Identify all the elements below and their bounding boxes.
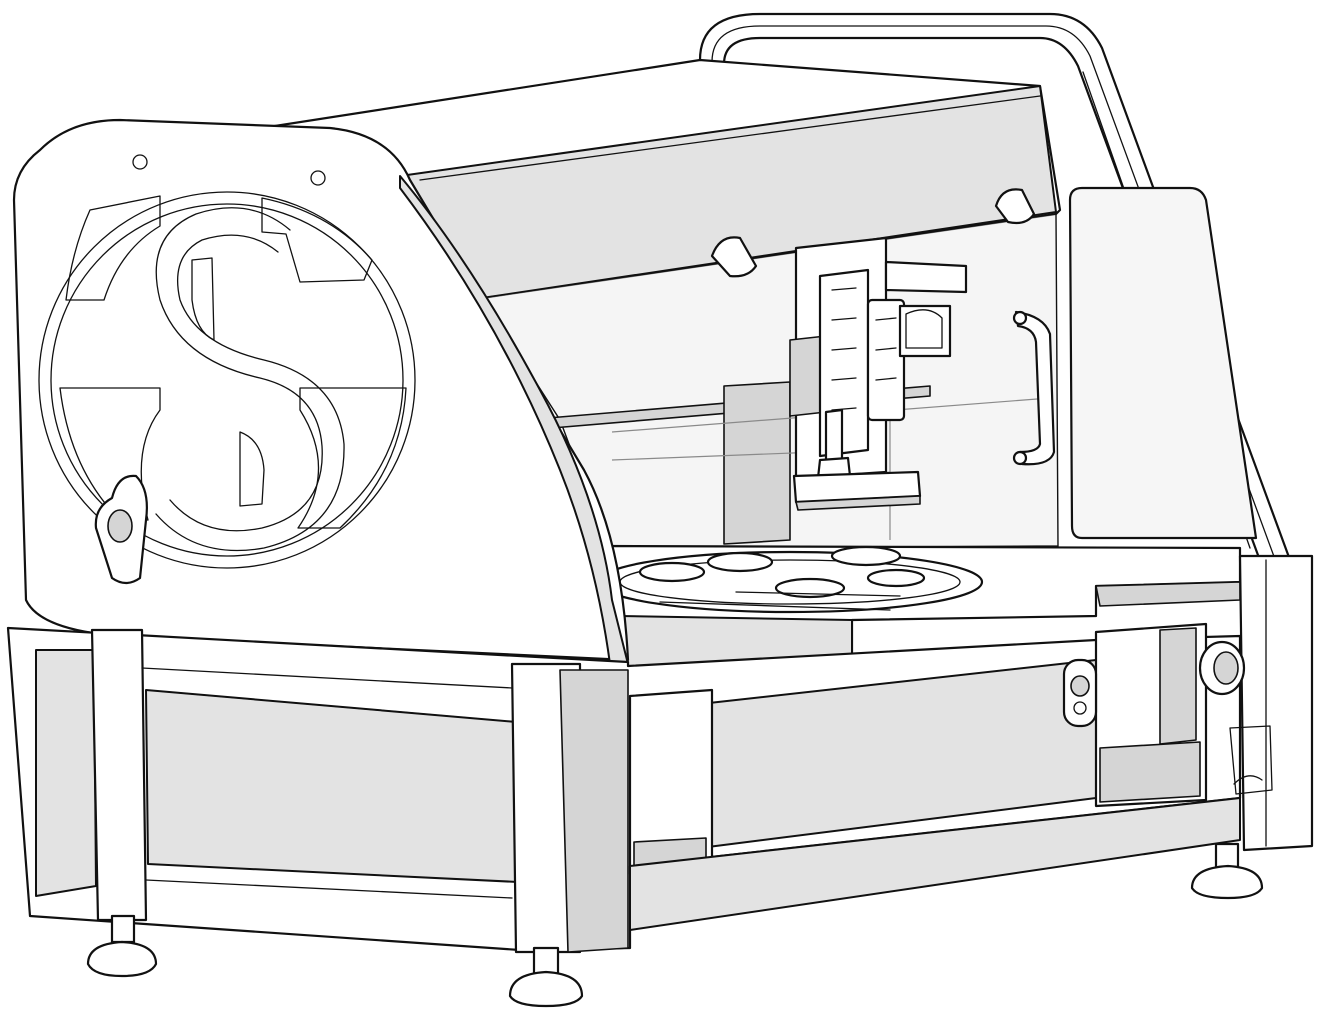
left-panel xyxy=(12,118,630,665)
foot-front-center xyxy=(508,946,584,1008)
bottle-opener-icon xyxy=(94,474,148,585)
roof-panel xyxy=(260,58,1062,300)
feet xyxy=(86,842,1264,1008)
handle-icon xyxy=(1012,310,1056,466)
s-logo-icon xyxy=(38,191,416,585)
deck xyxy=(596,544,1242,678)
gantry-head xyxy=(710,188,1036,511)
foot-front-right xyxy=(1190,842,1264,900)
switch-icon xyxy=(1062,658,1098,728)
base-cabinet xyxy=(6,554,1314,954)
foot-front-left xyxy=(86,914,158,978)
knob-icon xyxy=(1198,640,1273,795)
